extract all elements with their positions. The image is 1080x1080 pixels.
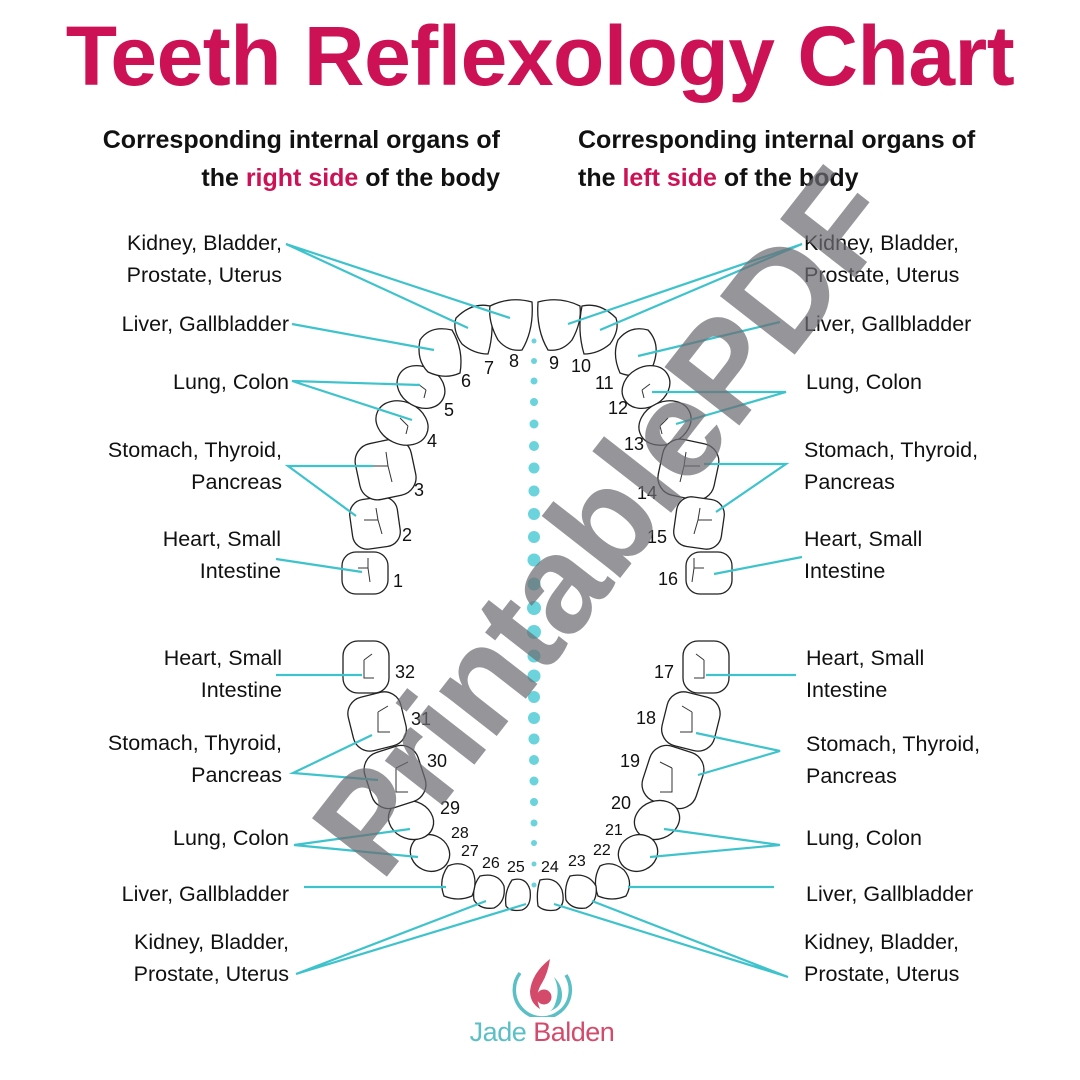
svg-text:1: 1 [393,571,403,591]
svg-text:30: 30 [427,751,447,771]
tooth-3 [354,438,417,501]
subheading-right-side: Corresponding internal organs of the rig… [40,121,500,197]
svg-text:9: 9 [549,353,559,373]
brand-logo: Jade Balden [462,955,622,1055]
label-lower-right-liver: Liver, Gallbladder [121,882,289,906]
svg-text:25: 25 [507,859,525,876]
svg-text:13: 13 [624,434,644,454]
svg-text:5: 5 [444,400,454,420]
tooth-22 [594,863,631,900]
brand-name: Jade Balden [462,1017,622,1048]
label-lower-right-stomach: Stomach, Thyroid,Pancreas [107,731,282,787]
svg-text:22: 22 [593,842,611,859]
label-upper-right-stomach: Stomach, Thyroid,Pancreas [107,438,282,494]
tooth-32 [342,640,390,694]
tooth-17 [682,640,730,694]
tooth-6 [418,328,462,377]
leader-lines [275,242,803,979]
accent-right-side: right side [245,164,359,192]
tooth-28 [409,833,451,873]
subheading-left-line2: the left side of the body [578,164,859,192]
svg-text:20: 20 [611,793,631,813]
brand-first: Jade [469,1017,527,1047]
svg-text:4: 4 [427,431,437,451]
tooth-25 [504,878,531,912]
teeth [341,299,733,912]
label-upper-right-lung: Lung, Colon [173,370,289,394]
label-lower-left-stomach: Stomach, Thyroid,Pancreas [806,732,981,788]
label-lower-right-lung: Lung, Colon [173,826,289,850]
svg-text:29: 29 [440,798,460,818]
tooth-21 [617,833,659,873]
svg-text:3: 3 [414,480,424,500]
label-lower-right-kidney: Kidney, Bladder,Prostate, Uterus [133,930,289,986]
subheading-left-line1: Corresponding internal organs of [578,126,976,154]
tooth-7 [454,304,493,355]
subheading-left-side: Corresponding internal organs of the lef… [578,121,1038,197]
tooth-30 [363,744,427,810]
svg-text:10: 10 [571,356,591,376]
svg-text:23: 23 [568,853,586,870]
svg-text:17: 17 [654,662,674,682]
svg-text:18: 18 [636,708,656,728]
tooth-24 [536,878,564,912]
svg-text:6: 6 [461,371,471,391]
label-upper-left-kidney: Kidney, Bladder,Prostate, Uterus [804,231,960,287]
svg-text:11: 11 [595,373,614,393]
chart-title: Teeth Reflexology Chart [65,9,1015,103]
svg-text:24: 24 [541,859,559,876]
subheading-right-line1: Corresponding internal organs of [102,126,500,154]
svg-text:16: 16 [658,569,678,589]
tooth-18 [660,691,721,752]
label-upper-left-liver: Liver, Gallbladder [804,312,972,336]
label-upper-left-lung: Lung, Colon [806,370,922,394]
accent-left-side: left side [622,164,717,192]
label-lower-left-lung: Lung, Colon [806,826,922,850]
tooth-23 [564,874,597,909]
svg-text:32: 32 [395,662,415,682]
tooth-8 [489,299,533,351]
svg-text:12: 12 [608,398,628,418]
svg-text:2: 2 [402,525,412,545]
svg-text:26: 26 [482,855,500,872]
tooth-16 [685,551,733,595]
tooth-15 [673,496,725,550]
label-lower-left-kidney: Kidney, Bladder,Prostate, Uterus [804,930,960,986]
tooth-31 [347,691,408,752]
label-upper-left-stomach: Stomach, Thyroid,Pancreas [804,438,979,494]
tooth-27 [441,863,476,900]
tooth-14 [657,438,720,501]
tooth-numbers: 1 2 3 4 5 6 7 8 9 10 11 12 13 14 15 16 1… [393,351,678,876]
subheading-right-line2: the right side of the body [201,164,500,192]
svg-text:21: 21 [605,822,623,839]
svg-text:27: 27 [461,843,479,860]
tooth-9 [537,299,581,351]
tooth-2 [349,496,401,550]
midline-dots [527,338,541,888]
brand-last: Balden [533,1017,615,1047]
label-upper-right-liver: Liver, Gallbladder [121,312,289,336]
svg-text:31: 31 [411,709,431,729]
svg-text:19: 19 [620,751,640,771]
label-lower-left-liver: Liver, Gallbladder [806,882,974,906]
flame-person-logo-icon [512,959,573,1020]
svg-text:8: 8 [509,351,519,371]
label-upper-right-kidney: Kidney, Bladder,Prostate, Uterus [126,231,282,287]
svg-text:28: 28 [451,825,469,842]
tooth-1 [341,551,389,595]
svg-text:14: 14 [637,483,657,503]
svg-text:15: 15 [647,527,667,547]
tooth-fissures [358,383,712,793]
svg-text:7: 7 [484,358,494,378]
